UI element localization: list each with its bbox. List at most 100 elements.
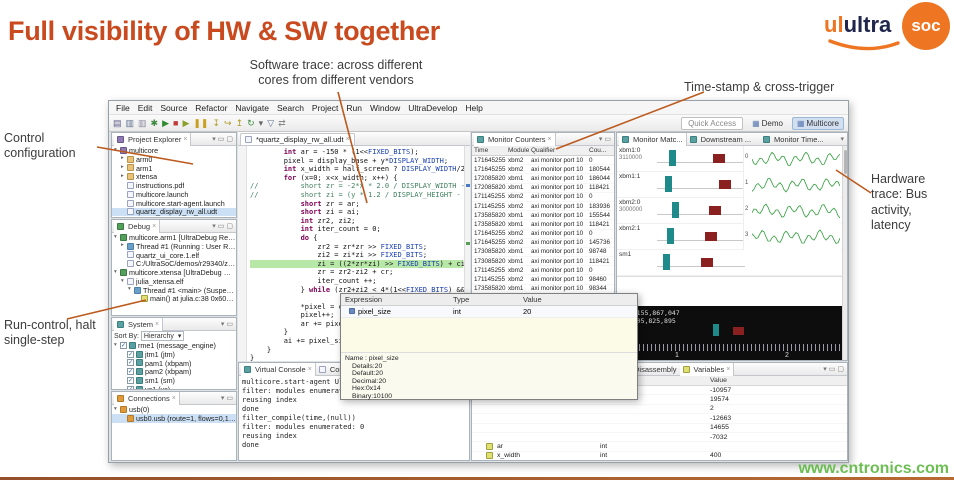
mini-trace-row[interactable]: 0 [744,146,841,172]
tree-expanded-icon[interactable]: ▾ [128,286,131,293]
debug-tree-item[interactable]: ▾Thread #1 <main> (Suspended : Signa... [112,286,236,295]
checkbox-icon[interactable]: ✓ [127,359,134,367]
tree-expanded-icon[interactable]: ▾ [114,341,117,348]
tab-downstream[interactable]: Downstream ... [687,133,754,146]
menu-item-project[interactable]: Project [311,102,339,113]
code-line[interactable]: int iter_count = 0; [300,225,381,234]
code-line[interactable]: // short zi = (y * 1.2 / DISPLAY_HEIGHT … [250,190,470,199]
overview-ruler[interactable] [464,146,470,361]
minimize-icon[interactable]: ▭ [217,223,225,230]
save-icon[interactable]: ▥ [125,118,135,128]
column-header[interactable]: Value [710,377,727,384]
debug-tree-item[interactable]: ▸Thread #1 (Running : User Request) [112,242,236,251]
code-line[interactable]: zi = ((2*zr*zi) >> FIXED_BITS) + ci [250,259,465,269]
menu-item-source[interactable]: Source [160,102,188,113]
menu-item-search[interactable]: Search [276,102,304,113]
menu-item-window[interactable]: Window [369,102,401,113]
menu-item-refactor[interactable]: Refactor [195,102,228,113]
trace-scrollbar[interactable] [842,146,847,360]
variables-row[interactable]: -12663 [472,414,847,424]
minimize-icon[interactable]: ▭ [226,321,233,328]
tree-expanded-icon[interactable]: ▾ [114,405,117,412]
tree-collapsed-icon[interactable]: ▸ [121,242,124,249]
view-menu-icon[interactable]: ▾ [212,136,216,143]
close-icon[interactable]: × [155,320,160,328]
system-tree-item[interactable]: ✓sm1 (sm) [112,376,236,385]
code-line[interactable]: } while (zr2+zi2 < 4*(1<<FIXED_BITS) && [250,285,465,294]
system-tree-item[interactable]: ✓pam2 (xbpam) [112,367,236,376]
connection-tree-item[interactable]: ▾usb(0) [112,405,236,414]
new-wizard-icon[interactable]: ▾ [258,118,264,128]
code-line[interactable]: pixel++; [250,311,335,320]
connection-tree-item[interactable]: usb0.usb (route=1, flows=0,1,2) [112,414,236,423]
tree-collapsed-icon[interactable]: ▸ [121,173,124,180]
stop-icon[interactable]: ■ [173,118,179,128]
maximize-icon[interactable]: ▢ [226,223,233,230]
view-menu-icon[interactable]: ▾ [220,321,225,328]
signal-row[interactable]: sm1 [617,250,847,276]
variables-row[interactable]: -7032 [472,433,847,443]
code-line[interactable]: } [250,328,288,337]
code-line[interactable]: int ar = -150 * (1<<FIXED_BITS); [283,148,419,156]
menu-item-navigate[interactable]: Navigate [235,102,269,113]
run-icon[interactable]: ▶ [162,118,170,128]
checkbox-icon[interactable]: ✓ [120,341,127,349]
close-icon[interactable]: × [307,365,312,373]
code-line[interactable]: zr2 = zr*zr >> FIXED_BITS; [250,242,428,251]
tab-system[interactable]: System× [114,318,164,331]
checkbox-icon[interactable]: ✓ [127,385,134,389]
checkbox-icon[interactable]: ✓ [127,350,134,358]
tab-connections[interactable]: Connections× [114,392,180,405]
debug-tree-item[interactable]: ▾multicore.xtensa [UltraDebug Remote Tar… [112,268,236,277]
step-return-icon[interactable]: ↥ [235,118,244,128]
quick-access-button[interactable]: Quick Access [681,116,744,130]
variables-column-headers[interactable]: Value [472,376,847,386]
project-tree-item[interactable]: ▸arm0 [112,155,236,164]
view-menu-icon[interactable]: ▾ [840,136,844,143]
system-tree-item[interactable]: ✓vc1 (vc) [112,385,236,389]
code-line[interactable]: int zr2, zi2; [300,216,356,225]
close-icon[interactable]: × [183,135,188,143]
perspective-multicore[interactable]: ▦Multicore [791,116,844,130]
menu-item-edit[interactable]: Edit [137,102,153,113]
checkbox-icon[interactable]: ✓ [127,377,134,385]
step-into-icon[interactable]: ↧ [212,118,221,128]
column-header[interactable]: Type [453,295,470,304]
tab-variables[interactable]: Variables× [679,363,735,376]
column-header[interactable]: Expression [345,295,383,304]
suspend-icon[interactable]: ❚❚ [193,118,209,128]
minimize-icon[interactable]: ▭ [604,136,611,143]
project-tree-item[interactable]: ▸xtensa [112,172,236,181]
project-tree-item[interactable]: multicore.launch [112,190,236,199]
column-header[interactable]: Time [474,147,489,154]
code-line[interactable]: } [250,354,255,361]
tree-expanded-icon[interactable]: ▾ [114,233,117,240]
view-menu-icon[interactable]: ▾ [823,366,827,373]
step-over-icon[interactable]: ↪ [224,118,232,128]
column-header[interactable]: Cou... [589,147,607,154]
code-line[interactable]: pixel = display_base + y*DISPLAY_WIDTH; [250,156,449,165]
debug-tree-item[interactable]: ▾julia_xtensa.elf [112,277,236,286]
close-icon[interactable]: × [152,222,157,230]
view-menu-icon[interactable]: ▾ [212,223,216,230]
tab-project-explorer[interactable]: Project Explorer× [114,133,192,146]
close-icon[interactable]: × [547,135,552,143]
mini-trace-row[interactable]: 3 [744,224,841,250]
minimize-icon[interactable]: ▭ [217,136,225,143]
save-all-icon[interactable]: ▥ [138,118,147,128]
signal-row[interactable]: xbm1:1 [617,172,847,198]
variables-row[interactable]: 19574 [472,395,847,405]
new-icon[interactable]: ▤ [113,118,122,128]
sort-by-select[interactable]: Hierarchy▾ [140,331,185,341]
tree-expanded-icon[interactable]: ▾ [121,277,124,284]
